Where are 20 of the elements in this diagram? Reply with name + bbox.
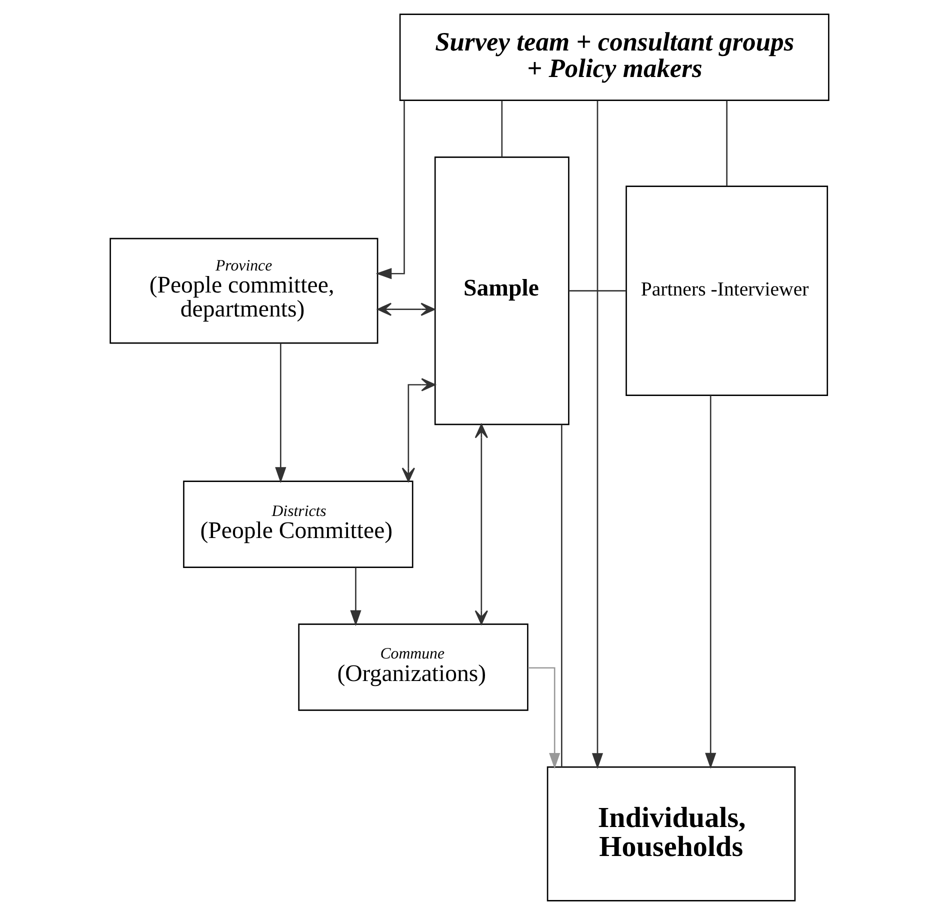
arrow (376, 100, 405, 279)
arrow (275, 342, 286, 483)
connector (568, 290, 626, 291)
arrow (377, 302, 436, 316)
node-box: Sample (434, 156, 570, 425)
node-box: Partners -Interviewer (626, 185, 828, 396)
node-box: Survey team + consultant groups + Policy makers (399, 13, 830, 100)
node-box: Districts (People Committee) (183, 480, 414, 568)
node-box: Commune (Organizations) (298, 623, 528, 710)
arrow (592, 100, 604, 769)
node-box: Province (People committee, departments) (110, 237, 378, 344)
node-box: Individuals, Households (546, 766, 796, 901)
connector (561, 424, 562, 767)
arrow (402, 378, 436, 482)
arrow (528, 666, 560, 768)
connector (501, 100, 503, 156)
arrow (474, 423, 488, 624)
arrow (350, 567, 362, 626)
connector (726, 100, 728, 186)
arrow (705, 395, 716, 768)
